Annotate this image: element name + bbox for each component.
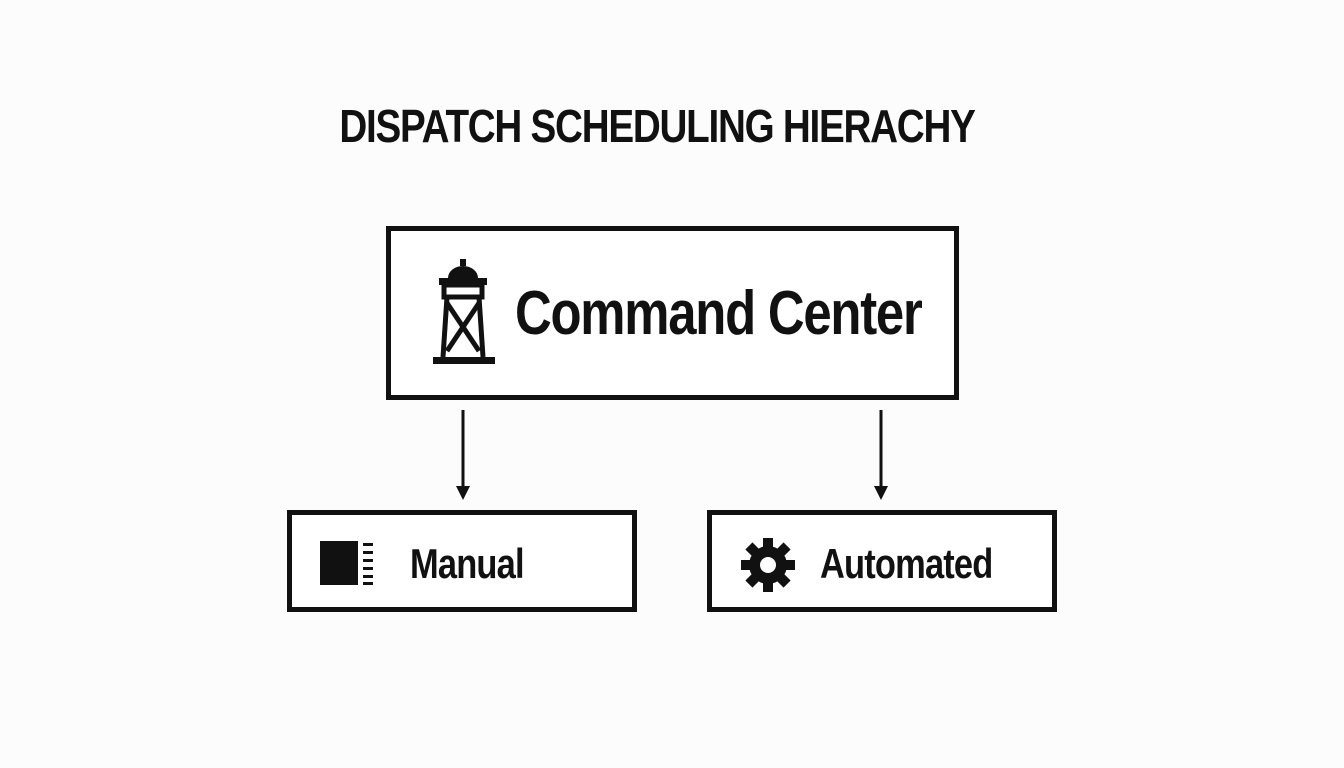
watchtower-icon [433, 259, 495, 364]
manual-node: Manual [287, 510, 637, 612]
arrow-to-automated [874, 410, 888, 500]
command-center-node: Command Center [386, 226, 959, 400]
automated-node: Automated [707, 510, 1057, 612]
diagram-title: DISPATCH SCHEDULING HIERACHY [339, 100, 975, 152]
automated-label: Automated [820, 540, 993, 587]
manual-panel-icon [320, 541, 373, 585]
manual-label: Manual [410, 540, 525, 587]
gear-icon [741, 538, 795, 592]
arrow-to-manual [456, 410, 470, 500]
command-center-label: Command Center [515, 279, 923, 348]
